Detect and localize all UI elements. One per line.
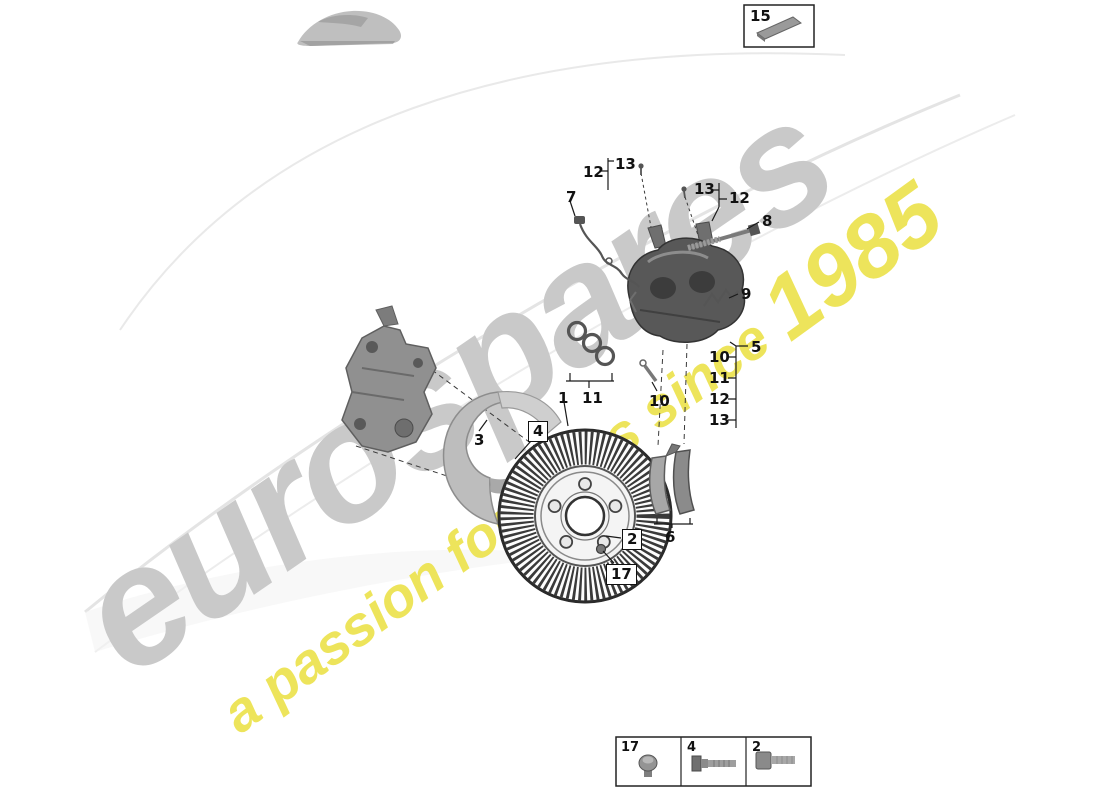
callout-7: 7 bbox=[566, 188, 577, 206]
legend-label-17: 17 bbox=[621, 740, 640, 755]
leader-lines bbox=[478, 158, 760, 564]
screw-icons bbox=[638, 163, 687, 199]
callout-5: 5 bbox=[751, 338, 762, 356]
callout-8: 8 bbox=[762, 212, 773, 230]
callout-11-seals: 11 bbox=[582, 389, 603, 407]
callout-12-right: 12 bbox=[729, 189, 750, 207]
bolt-4-icon bbox=[691, 755, 736, 772]
car-silhouette-icon bbox=[297, 10, 401, 47]
callout-10-pin: 10 bbox=[649, 392, 670, 410]
brake-caliper bbox=[627, 221, 746, 343]
callout-10-stack: 10 bbox=[709, 348, 730, 366]
callout-13-right: 13 bbox=[694, 180, 715, 198]
wheel-carrier bbox=[341, 305, 437, 453]
seal-rings bbox=[566, 320, 616, 367]
screw-17-icon bbox=[638, 754, 658, 777]
watermark-brand: eurospares bbox=[44, 64, 864, 709]
brake-disc bbox=[497, 428, 673, 604]
callout-3: 3 bbox=[474, 431, 485, 449]
legend-box bbox=[615, 736, 812, 787]
callout-11-stack: 11 bbox=[709, 369, 730, 387]
callout-12-stack: 12 bbox=[709, 390, 730, 408]
callout-13-top: 13 bbox=[615, 155, 636, 173]
part-box-15 bbox=[743, 4, 815, 48]
callout-2-boxed: 2 bbox=[622, 529, 643, 550]
screw-2-icon bbox=[755, 751, 795, 770]
brake-pads bbox=[648, 443, 695, 515]
legend-label-2: 2 bbox=[752, 740, 762, 755]
callout-6: 6 bbox=[665, 528, 676, 546]
callout-1: 1 bbox=[558, 389, 569, 407]
legend-label-4: 4 bbox=[687, 740, 697, 755]
watermark-brand-text: eurospares bbox=[44, 64, 864, 709]
callout-4-boxed: 4 bbox=[528, 421, 549, 442]
callout-9: 9 bbox=[741, 285, 752, 303]
callout-13-stack: 13 bbox=[709, 411, 730, 429]
guide-pin bbox=[639, 359, 658, 383]
callout-17-boxed: 17 bbox=[606, 564, 637, 585]
wear-sensor-wire bbox=[574, 216, 640, 288]
callout-12-top: 12 bbox=[583, 163, 604, 181]
callout-15: 15 bbox=[750, 7, 771, 25]
